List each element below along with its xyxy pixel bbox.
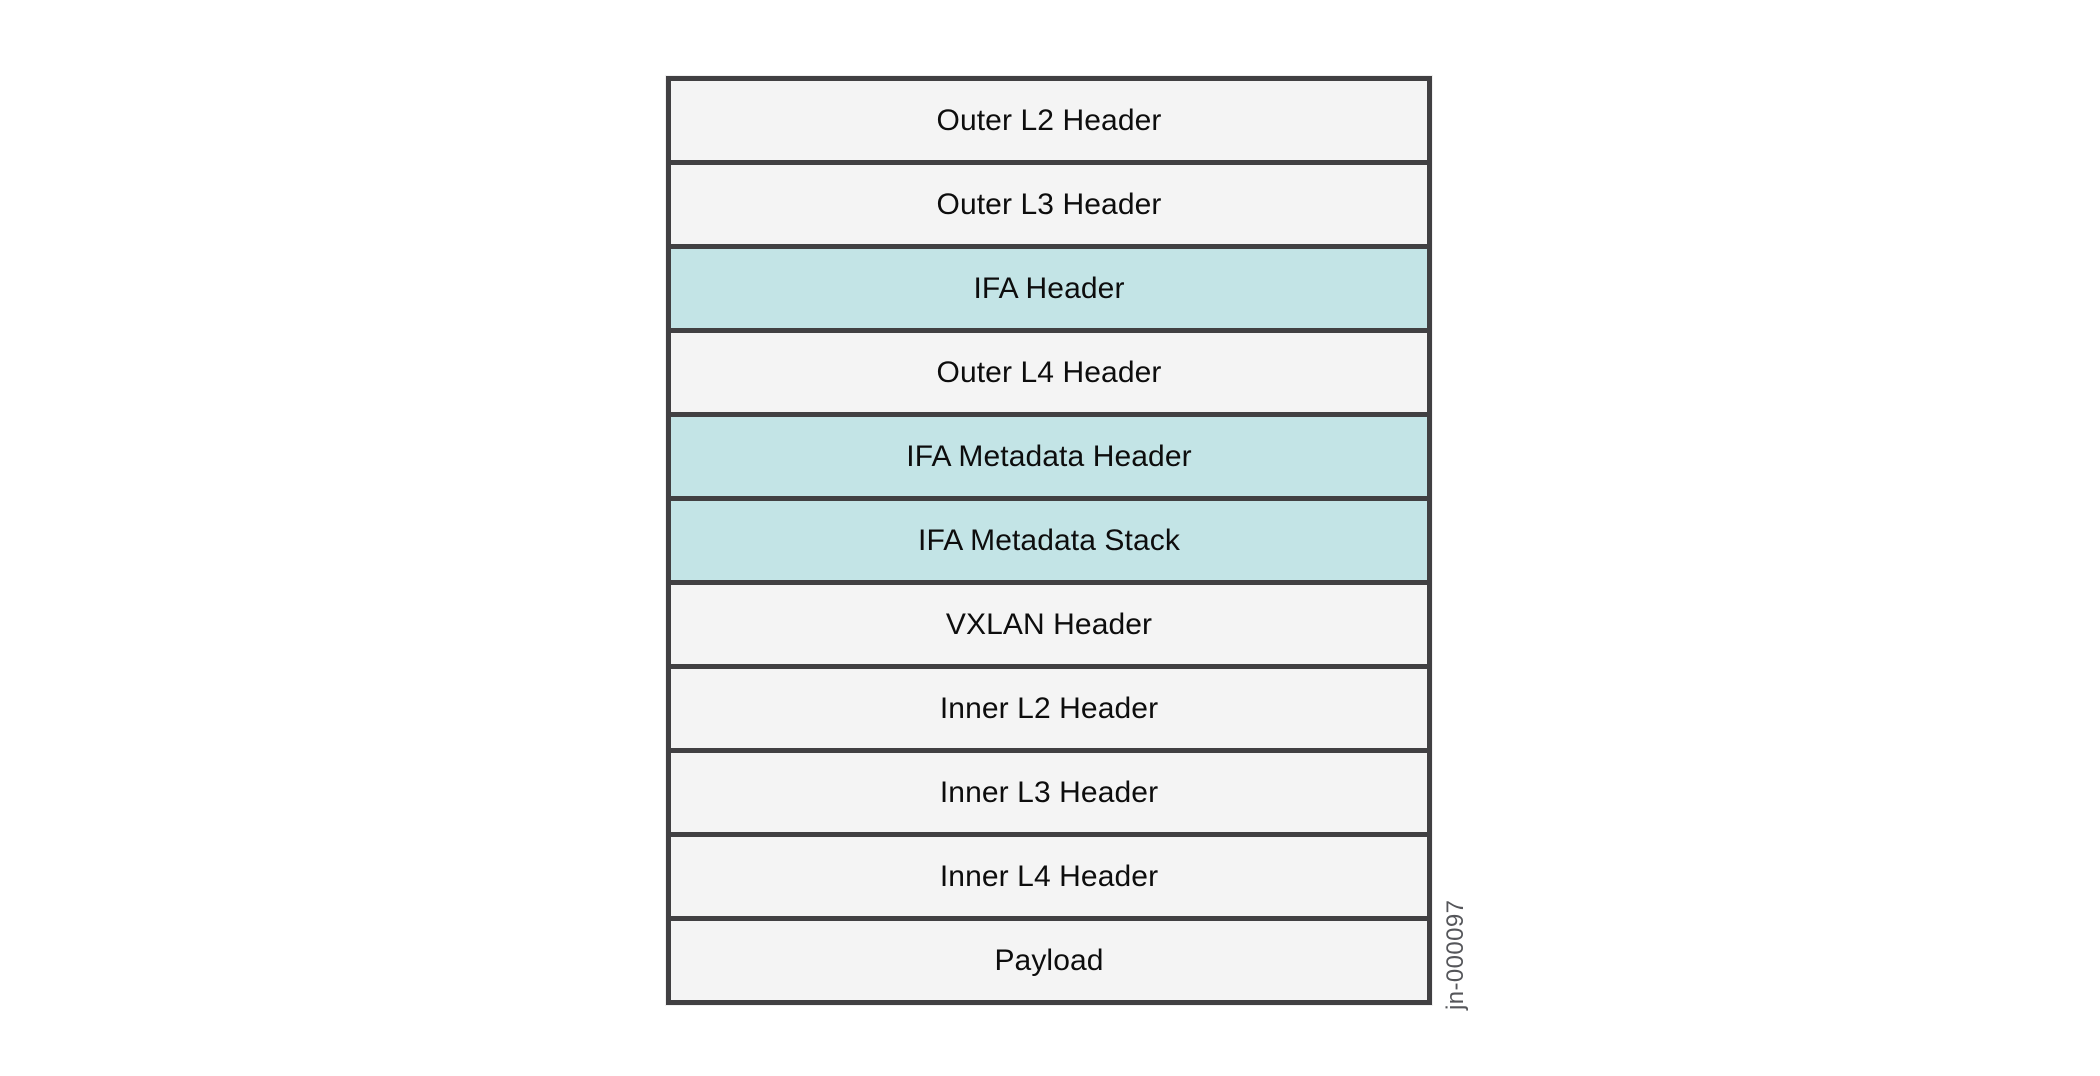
- packet-row-ifa-metadata-header: IFA Metadata Header: [671, 417, 1427, 501]
- packet-row-label: IFA Metadata Stack: [918, 523, 1180, 557]
- packet-row-label: Inner L4 Header: [939, 859, 1159, 893]
- packet-row-outer-l3-header: Outer L3 Header: [671, 165, 1427, 249]
- packet-row-vxlan-header: VXLAN Header: [671, 585, 1427, 669]
- packet-row-inner-l3-header: Inner L3 Header: [671, 753, 1427, 837]
- packet-row-label: Outer L2 Header: [936, 103, 1162, 137]
- packet-row-payload: Payload: [671, 921, 1427, 1000]
- packet-row-label: IFA Header: [973, 271, 1125, 305]
- packet-row-outer-l2-header: Outer L2 Header: [671, 81, 1427, 165]
- packet-row-label: VXLAN Header: [945, 607, 1153, 641]
- packet-row-inner-l4-header: Inner L4 Header: [671, 837, 1427, 921]
- packet-header-stack: Outer L2 Header Outer L3 Header IFA Head…: [666, 76, 1432, 1005]
- packet-row-ifa-header: IFA Header: [671, 249, 1427, 333]
- packet-row-outer-l4-header: Outer L4 Header: [671, 333, 1427, 417]
- packet-row-label: Inner L3 Header: [939, 775, 1159, 809]
- packet-row-label: Payload: [994, 943, 1104, 977]
- packet-row-label: Outer L4 Header: [936, 355, 1162, 389]
- packet-row-inner-l2-header: Inner L2 Header: [671, 669, 1427, 753]
- packet-row-ifa-metadata-stack: IFA Metadata Stack: [671, 501, 1427, 585]
- figure-id-watermark: jn-000097: [1442, 899, 1469, 1010]
- packet-row-label: IFA Metadata Header: [906, 439, 1192, 473]
- packet-row-label: Outer L3 Header: [936, 187, 1162, 221]
- packet-row-label: Inner L2 Header: [939, 691, 1159, 725]
